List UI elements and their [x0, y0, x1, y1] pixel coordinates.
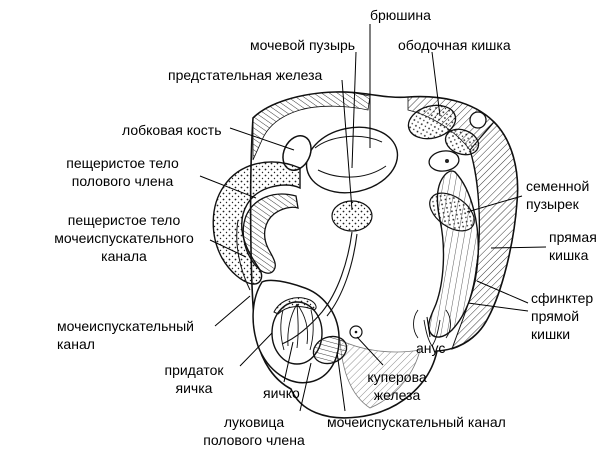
- label-prostate: предстательная железа: [168, 67, 323, 83]
- rectum-shape: [427, 170, 480, 338]
- label-pubic-bone: лобковая кость: [122, 122, 222, 138]
- sphincter-fibres: [413, 309, 451, 347]
- prostate-shape: [331, 200, 373, 232]
- leader-bulb: [299, 362, 312, 412]
- label-bladder: мочевой пузырь: [250, 37, 356, 53]
- label-colon: ободочная кишка: [398, 37, 511, 53]
- leader-urethra-bottom: [336, 351, 346, 412]
- leader-cavernosum: [199, 175, 257, 199]
- label-corpus-spongiosum: пещеристое тело мочеиспускательного кана…: [54, 212, 194, 264]
- corpus-spongiosum-shape: [242, 193, 299, 274]
- label-testicle: яичко: [263, 385, 300, 401]
- label-urethra-left: мочеиспускательный канал: [57, 318, 194, 352]
- label-rectal-sphincter: сфинктер прямой кишки: [531, 290, 594, 342]
- epididymis-shape: [273, 297, 317, 315]
- urethra-line: [281, 231, 358, 345]
- leader-sphincter-2: [467, 302, 529, 312]
- abdominal-wall-band: [252, 91, 371, 161]
- label-epididymis: придаток яичка: [164, 362, 224, 396]
- leader-urethra-left: [214, 295, 251, 327]
- leader-pubic-bone: [229, 127, 295, 151]
- label-seminal-vesicle: семенной пузырек: [526, 178, 590, 212]
- colon-shape: [407, 104, 487, 172]
- leader-epididymis: [239, 332, 273, 367]
- leader-lines: [199, 24, 547, 412]
- penile-urethra-line: [236, 219, 251, 291]
- label-penis-bulb: луковица полового члена: [203, 414, 305, 448]
- leader-cowper: [356, 336, 384, 366]
- leader-seminal: [466, 195, 523, 213]
- leader-spongiosum: [209, 239, 247, 258]
- label-corpus-cavernosum: пещеристое тело полового члена: [66, 155, 179, 189]
- label-urethra-bottom: мочеиспускательный канал: [327, 414, 506, 430]
- cowper-gland-shape: [349, 325, 363, 339]
- leader-bladder: [351, 51, 357, 169]
- label-rectum: прямая кишка: [549, 229, 597, 263]
- label-anus: анус: [416, 340, 446, 356]
- perineum-band: [339, 339, 421, 409]
- leader-sphincter-1: [476, 280, 529, 304]
- leader-prostate: [341, 79, 353, 211]
- leader-testicle: [283, 341, 294, 383]
- leader-rectum: [490, 246, 547, 249]
- leader-anus: [426, 316, 431, 338]
- corpus-cavernosum-shape: [212, 161, 301, 285]
- label-peritoneum: брюшина: [370, 7, 431, 23]
- label-cowper-gland: куперова железа: [367, 369, 427, 403]
- leader-colon: [431, 51, 441, 117]
